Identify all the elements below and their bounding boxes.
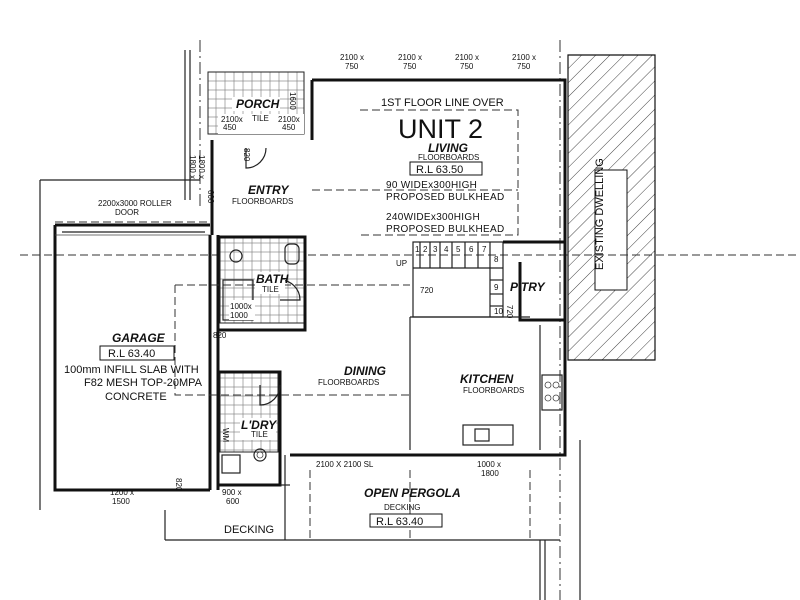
svg-text:1000 x: 1000 x bbox=[477, 460, 501, 469]
svg-text:EXISTING DWELLING: EXISTING DWELLING bbox=[594, 158, 606, 270]
svg-text:DECKING: DECKING bbox=[224, 524, 274, 536]
porch-room: PORCH 2100x 450 TILE 2100x 450 1600 bbox=[218, 92, 304, 134]
top-window-dims: 2100 x 750 2100 x 750 2100 x 750 2100 x … bbox=[340, 53, 536, 71]
svg-text:TILE: TILE bbox=[251, 430, 268, 439]
svg-text:100mm INFILL SLAB WITH: 100mm INFILL SLAB WITH bbox=[64, 364, 199, 376]
svg-text:720: 720 bbox=[420, 286, 434, 295]
svg-text:GARAGE: GARAGE bbox=[112, 331, 166, 345]
svg-text:900 x: 900 x bbox=[222, 488, 242, 497]
laundry-room: L'DRY TILE WM bbox=[221, 418, 277, 443]
svg-text:90 WIDEx300HIGH: 90 WIDEx300HIGH bbox=[386, 180, 477, 191]
svg-text:DINING: DINING bbox=[344, 364, 386, 378]
svg-text:1000x: 1000x bbox=[230, 302, 252, 311]
svg-text:CONCRETE: CONCRETE bbox=[105, 391, 167, 403]
svg-text:450: 450 bbox=[223, 123, 237, 132]
svg-text:UP: UP bbox=[396, 259, 407, 268]
svg-text:600: 600 bbox=[226, 497, 240, 506]
svg-text:R.L 63.50: R.L 63.50 bbox=[416, 164, 463, 176]
svg-text:BATH: BATH bbox=[256, 272, 289, 286]
svg-text:2200x3000 ROLLER: 2200x3000 ROLLER bbox=[98, 199, 172, 208]
svg-text:2100 x: 2100 x bbox=[512, 53, 536, 62]
svg-text:5: 5 bbox=[456, 245, 461, 254]
svg-text:PROPOSED BULKHEAD: PROPOSED BULKHEAD bbox=[386, 192, 504, 203]
dining-room: DINING FLOORBOARDS bbox=[318, 364, 386, 387]
existing-dwelling bbox=[567, 54, 656, 361]
first-floor-line-label: 1ST FLOOR LINE OVER bbox=[381, 97, 504, 109]
svg-text:9: 9 bbox=[494, 283, 499, 292]
svg-text:FLOORBOARDS: FLOORBOARDS bbox=[232, 197, 293, 206]
svg-text:750: 750 bbox=[403, 62, 417, 71]
svg-text:820: 820 bbox=[242, 148, 251, 162]
svg-text:FLOORBOARDS: FLOORBOARDS bbox=[463, 386, 524, 395]
garage-room: GARAGE R.L 63.40 100mm INFILL SLAB WITH … bbox=[64, 331, 203, 403]
svg-text:750: 750 bbox=[517, 62, 531, 71]
svg-text:FLOORBOARDS: FLOORBOARDS bbox=[318, 378, 379, 387]
entry-room: ENTRY FLOORBOARDS 1800 x 1800 x 600 820 bbox=[188, 148, 293, 206]
svg-text:DOOR: DOOR bbox=[115, 208, 139, 217]
unit-title: UNIT 2 bbox=[398, 114, 483, 144]
svg-text:1800 x: 1800 x bbox=[197, 155, 206, 179]
svg-text:720: 720 bbox=[505, 305, 514, 319]
stair: UP 720 1 2 3 4 5 6 7 8 9 10 bbox=[396, 245, 503, 316]
svg-text:PROPOSED BULKHEAD: PROPOSED BULKHEAD bbox=[386, 224, 504, 235]
svg-text:2100 X 2100 SL: 2100 X 2100 SL bbox=[316, 460, 374, 469]
svg-text:2: 2 bbox=[423, 245, 428, 254]
bulkhead-notes: 90 WIDEx300HIGH PROPOSED BULKHEAD 240WID… bbox=[386, 180, 504, 235]
svg-text:2100 x: 2100 x bbox=[455, 53, 479, 62]
svg-text:OPEN PERGOLA: OPEN PERGOLA bbox=[364, 486, 461, 500]
svg-text:1: 1 bbox=[415, 245, 420, 254]
svg-text:6: 6 bbox=[469, 245, 474, 254]
living-room: LIVING FLOORBOARDS R.L 63.50 bbox=[409, 141, 483, 176]
svg-text:F82 MESH TOP-20MPA: F82 MESH TOP-20MPA bbox=[84, 377, 203, 389]
svg-text:1200 x: 1200 x bbox=[110, 488, 134, 497]
svg-text:2100 x: 2100 x bbox=[398, 53, 422, 62]
pergola-area: OPEN PERGOLA DECKING R.L 63.40 bbox=[364, 486, 461, 528]
svg-text:1600: 1600 bbox=[288, 92, 297, 110]
existing-dwelling-label: EXISTING DWELLING bbox=[594, 158, 606, 270]
svg-text:600: 600 bbox=[206, 190, 215, 204]
svg-text:1800: 1800 bbox=[481, 469, 499, 478]
kitchen-room: KITCHEN FLOORBOARDS bbox=[460, 372, 524, 395]
bath-room: BATH TILE 1000x 1000 820 bbox=[213, 272, 289, 340]
svg-text:2100 x: 2100 x bbox=[340, 53, 364, 62]
svg-text:FLOORBOARDS: FLOORBOARDS bbox=[418, 153, 479, 162]
svg-text:KITCHEN: KITCHEN bbox=[460, 372, 514, 386]
svg-text:450: 450 bbox=[282, 123, 296, 132]
svg-text:LIVING: LIVING bbox=[428, 141, 468, 155]
svg-text:10: 10 bbox=[494, 307, 503, 316]
svg-text:240WIDEx300HIGH: 240WIDEx300HIGH bbox=[386, 212, 480, 223]
svg-text:750: 750 bbox=[460, 62, 474, 71]
svg-text:1800 x: 1800 x bbox=[188, 155, 197, 179]
svg-text:1ST FLOOR LINE OVER: 1ST FLOOR LINE OVER bbox=[381, 97, 504, 109]
svg-text:UNIT 2: UNIT 2 bbox=[398, 114, 483, 144]
roller-door-label: 2200x3000 ROLLER DOOR bbox=[98, 199, 172, 217]
svg-text:WM: WM bbox=[221, 428, 230, 443]
decking-label: DECKING bbox=[224, 524, 274, 536]
svg-text:1000: 1000 bbox=[230, 311, 248, 320]
svg-text:L'DRY: L'DRY bbox=[241, 418, 277, 432]
svg-text:TILE: TILE bbox=[252, 114, 269, 123]
svg-text:2100x: 2100x bbox=[221, 115, 243, 124]
svg-text:ENTRY: ENTRY bbox=[248, 183, 289, 197]
svg-text:DECKING: DECKING bbox=[384, 503, 420, 512]
svg-text:820: 820 bbox=[213, 331, 227, 340]
svg-text:750: 750 bbox=[345, 62, 359, 71]
pantry-room: P'TRY 720 bbox=[505, 280, 546, 319]
svg-text:820: 820 bbox=[174, 478, 183, 492]
bottom-dims: 2100 X 2100 SL 1000 x 1800 1200 x 1500 8… bbox=[110, 460, 501, 506]
svg-text:4: 4 bbox=[444, 245, 449, 254]
svg-text:8: 8 bbox=[494, 255, 499, 264]
svg-text:1500: 1500 bbox=[112, 497, 130, 506]
svg-text:3: 3 bbox=[433, 245, 438, 254]
svg-text:P'TRY: P'TRY bbox=[510, 280, 546, 294]
svg-text:R.L 63.40: R.L 63.40 bbox=[376, 516, 423, 528]
svg-text:2100x: 2100x bbox=[278, 115, 300, 124]
site-lines bbox=[20, 40, 800, 600]
svg-text:PORCH: PORCH bbox=[236, 97, 280, 111]
svg-text:TILE: TILE bbox=[262, 285, 279, 294]
svg-text:7: 7 bbox=[482, 245, 487, 254]
svg-text:R.L 63.40: R.L 63.40 bbox=[108, 348, 155, 360]
